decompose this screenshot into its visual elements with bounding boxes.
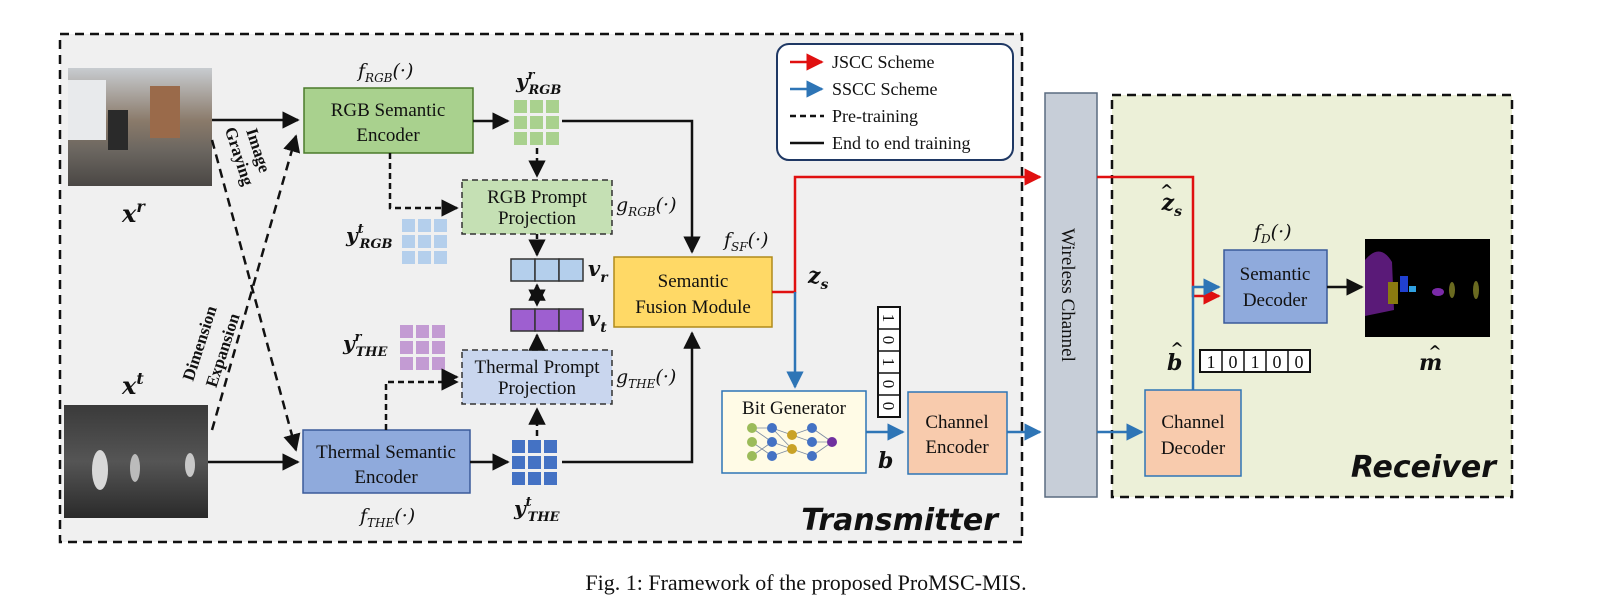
- rgb-prompt-label-1: RGB Prompt: [487, 187, 587, 208]
- transmitter-label: Transmitter: [801, 503, 1000, 538]
- b-hat-label: b^: [1167, 339, 1184, 376]
- rx-bit-0: 1: [1207, 352, 1216, 372]
- legend: JSCC Scheme SSCC Scheme Pre-training End…: [776, 43, 1014, 161]
- y-r-the-features: [400, 325, 445, 370]
- y-r-rgb-features: [514, 100, 559, 145]
- rgb-enc-to-prompt: [388, 153, 459, 217]
- segmentation-output-map: [1365, 239, 1490, 337]
- rgb-prompt-projection: [461, 179, 613, 235]
- rgb-encoder-label-2: Encoder: [356, 125, 420, 146]
- channel-decoder-label-1: Channel: [1161, 412, 1224, 433]
- g-rgb-label: gRGB(·): [616, 194, 677, 219]
- b-label: b: [878, 448, 893, 474]
- legend-pretrain-label: Pre-training: [832, 106, 918, 126]
- rx-bit-sequence: 1 0 1 0 0: [1199, 349, 1311, 373]
- rx-bit-2: 1: [1251, 352, 1260, 372]
- rgb-input-image: [68, 68, 212, 186]
- v-t-token: [510, 308, 584, 332]
- thermal-encoder-label-2: Encoder: [354, 467, 418, 488]
- rx-bit-3: 0: [1273, 352, 1282, 372]
- m-hat-label: m^: [1419, 342, 1442, 376]
- tx-bit-4: 0: [879, 402, 898, 411]
- channel-decoder: [1144, 389, 1242, 477]
- fusion-label-2: Fusion Module: [635, 297, 751, 318]
- channel-encoder-label-1: Channel: [925, 412, 988, 433]
- tx-bit-sequence: 1 0 1 0 0: [877, 306, 901, 418]
- expansion-arrow: [210, 134, 301, 431]
- rx-bit-1: 0: [1229, 352, 1238, 372]
- wireless-channel-block: [1044, 92, 1098, 498]
- rx-bit-4: 0: [1295, 352, 1304, 372]
- tx-bit-1: 0: [879, 336, 898, 345]
- y-r-rgb-to-fusion: [562, 119, 701, 254]
- thermal-input-image: [64, 405, 208, 518]
- tx-bit-2: 1: [879, 358, 898, 367]
- semantic-decoder-label-2: Decoder: [1243, 290, 1308, 311]
- thermal-encoder-label-1: Thermal Semantic: [316, 442, 456, 463]
- legend-e2e-label: End to end training: [832, 133, 970, 153]
- thermal-prompt-label-2: Projection: [498, 378, 577, 399]
- tx-bit-0: 1: [879, 314, 898, 323]
- thermal-semantic-encoder: [302, 429, 471, 494]
- v-r-token: [510, 258, 584, 282]
- f-d-label: fD(·): [1252, 221, 1292, 246]
- neural-net-icon: [747, 423, 837, 461]
- legend-jscc-label: JSCC Scheme: [832, 52, 935, 72]
- fusion-label-1: Semantic: [658, 271, 729, 292]
- rgb-encoder-label-1: RGB Semantic: [331, 100, 446, 121]
- thermal-prompt-projection: [461, 349, 613, 405]
- y-t-the-features: [512, 440, 557, 485]
- semantic-fusion-module: [613, 256, 773, 328]
- bit-generator: [721, 390, 867, 474]
- y-t-rgb-features: [402, 219, 447, 264]
- y-t-the-to-fusion: [562, 331, 701, 464]
- rgb-semantic-encoder: [303, 87, 474, 154]
- channel-encoder: [907, 391, 1008, 475]
- channel-encoder-label-2: Encoder: [925, 437, 989, 458]
- jscc-path-tx: [772, 168, 1042, 294]
- bit-generator-label: Bit Generator: [742, 398, 847, 419]
- receiver-label: Receiver: [1351, 450, 1498, 485]
- figure-caption: Fig. 1: Framework of the proposed ProMSC…: [585, 570, 1026, 595]
- thermal-prompt-label-1: Thermal Prompt: [474, 357, 600, 378]
- tx-bit-3: 0: [879, 380, 898, 389]
- wireless-channel-label: Wireless Channel: [1057, 228, 1078, 362]
- jscc-path-rx: [1097, 175, 1221, 305]
- semantic-decoder: [1223, 249, 1328, 324]
- rgb-prompt-label-2: Projection: [498, 208, 577, 229]
- channel-decoder-label-2: Decoder: [1161, 438, 1226, 459]
- legend-sscc-label: SSCC Scheme: [832, 79, 938, 99]
- channel-dec-to-sem-dec: [1191, 278, 1221, 390]
- semantic-decoder-label-1: Semantic: [1240, 264, 1311, 285]
- g-the-label: gTHE(·): [616, 366, 676, 391]
- graying-arrow: [210, 139, 301, 452]
- thermal-enc-to-prompt: [384, 373, 459, 430]
